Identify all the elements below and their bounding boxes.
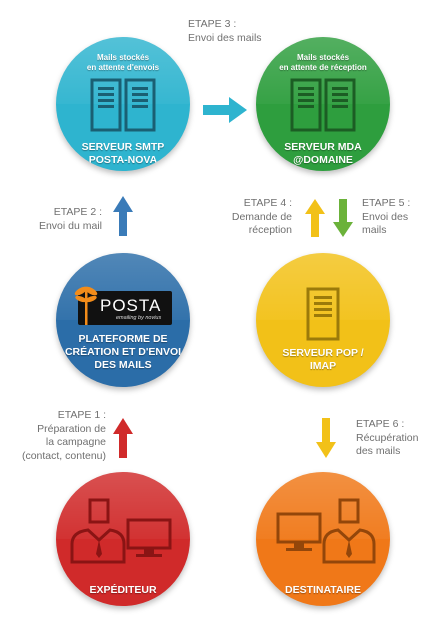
mda-server-node: Mails stockés en attente de réception SE… bbox=[256, 37, 390, 171]
step-1-label: ETAPE 1 : Préparation de la campagne (co… bbox=[6, 409, 106, 463]
recipient-label: DESTINATAIRE bbox=[284, 584, 362, 596]
arrow-step-3-shape bbox=[203, 97, 247, 123]
platform-node: POSTA emailing by novius PLATEFORME DE C… bbox=[56, 253, 190, 387]
arrow-step-6 bbox=[316, 418, 336, 458]
step-2-text: Envoi du mail bbox=[38, 219, 102, 232]
person-computer-icon bbox=[276, 498, 376, 564]
arrow-step-1-shape bbox=[113, 418, 133, 458]
smtp-server-node: Mails stockés en attente d'envois SERVEU… bbox=[56, 37, 190, 171]
platform-label: PLATEFORME DE CRÉATION ET D'ENVOI DES MA… bbox=[64, 333, 182, 371]
step-5-text: Envoi des mails bbox=[362, 210, 409, 237]
step-6-label: ETAPE 6 : Récupération des mails bbox=[356, 418, 418, 459]
pop-imap-label: SERVEUR POP / IMAP bbox=[282, 347, 364, 372]
step-3-text: Envoi des mails bbox=[188, 31, 262, 44]
arrow-step-6-shape bbox=[316, 418, 336, 458]
mda-label: SERVEUR MDA @DOMAINE bbox=[284, 141, 362, 166]
dragonfly-icon bbox=[74, 286, 98, 325]
step-4-label: ETAPE 4 : Demande de réception bbox=[210, 197, 292, 238]
person-computer-icon bbox=[70, 498, 172, 564]
step-1-title: ETAPE 1 : bbox=[57, 409, 106, 421]
arrow-step-2 bbox=[113, 196, 133, 236]
step-3-label: ETAPE 3 : Envoi des mails bbox=[188, 18, 262, 45]
server-icon bbox=[90, 78, 156, 132]
step-4-title: ETAPE 4 : bbox=[243, 197, 292, 209]
step-4-text: Demande de réception bbox=[231, 210, 292, 237]
sender-node: EXPÉDITEUR bbox=[56, 472, 190, 606]
step-5-label: ETAPE 5 : Envoi des mails bbox=[362, 197, 410, 238]
step-2-label: ETAPE 2 : Envoi du mail bbox=[20, 206, 102, 233]
step-5-title: ETAPE 5 : bbox=[362, 197, 411, 209]
arrow-step-2-shape bbox=[113, 196, 133, 236]
arrow-step-5 bbox=[333, 199, 353, 237]
logo-text: POSTA bbox=[100, 296, 162, 315]
posta-logo: POSTA emailing by novius bbox=[74, 286, 172, 325]
arrow-step-4 bbox=[305, 199, 325, 237]
sender-label: EXPÉDITEUR bbox=[89, 584, 157, 596]
arrow-step-4-shape bbox=[305, 199, 325, 237]
step-2-title: ETAPE 2 : bbox=[53, 206, 102, 218]
step-6-title: ETAPE 6 : bbox=[356, 418, 405, 430]
mda-caption: Mails stockés en attente de réception bbox=[279, 53, 367, 72]
step-3-title: ETAPE 3 : bbox=[188, 18, 237, 30]
smtp-label: SERVEUR SMTP POSTA-NOVA bbox=[81, 141, 165, 166]
pop-imap-node: SERVEUR POP / IMAP bbox=[256, 253, 390, 387]
arrow-step-5-shape bbox=[333, 199, 353, 237]
arrow-step-3 bbox=[203, 97, 247, 123]
recipient-node: DESTINATAIRE bbox=[256, 472, 390, 606]
step-6-text: Récupération des mails bbox=[356, 431, 419, 458]
server-icon bbox=[290, 78, 356, 132]
step-1-text: Préparation de la campagne (contact, con… bbox=[21, 422, 106, 462]
server-icon bbox=[306, 287, 340, 341]
arrow-step-1 bbox=[113, 418, 133, 458]
smtp-caption: Mails stockés en attente d'envois bbox=[86, 53, 160, 72]
logo-tagline: emailing by novius bbox=[116, 315, 162, 321]
